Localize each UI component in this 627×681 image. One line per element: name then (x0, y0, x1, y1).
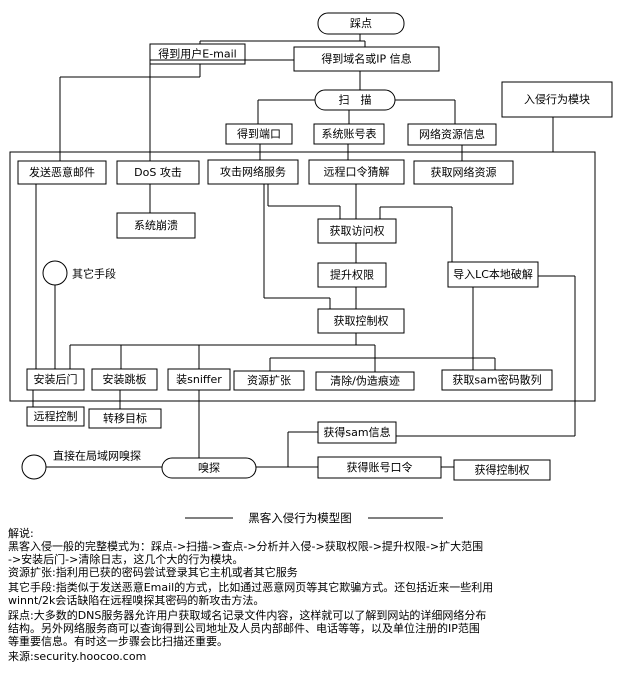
get-account-pw-label: 获得账号口令 (347, 460, 413, 474)
backdoor-node (26, 368, 85, 391)
sys-crash-label: 系统崩溃 (134, 218, 178, 232)
expand-node (233, 370, 305, 391)
notes-line: 踩点:大多数的DNS服务器允许用户获取域名记录文件内容，这样就可以了解到网站的详… (8, 609, 487, 622)
send-mail-node (17, 160, 107, 185)
backdoor-label: 安装后门 (34, 372, 78, 386)
lan-sniff-circle (21, 454, 47, 480)
sniff-label: 嗅探 (198, 461, 220, 475)
net-res-info-node (407, 123, 497, 146)
notes-line: 其它手段:指类似于发送恶意Email的方式，比如通过恶意网页等其它欺骗方式。还包… (8, 581, 494, 594)
send-mail-label: 发送恶意邮件 (29, 165, 95, 179)
import-crack-label: 导入LC本地破解 (453, 267, 533, 281)
remote-ctrl-label: 远程控制 (34, 409, 78, 423)
sys-account-node (313, 123, 385, 145)
net-res-info-label: 网络资源信息 (419, 127, 485, 141)
get-email-node (149, 43, 246, 65)
start-label: 踩点 (350, 17, 372, 30)
notes-line: 资源扩张:指利用已获的密码尝试登录其它主机或者其它服务 (8, 566, 298, 579)
intrusion-model-diagram: 踩点 得到用户E-mail 得到域名或IP 信息 扫 描 入侵行为模块 得到端口… (9, 12, 613, 525)
notes-line: 黑客入侵一般的完整模式为：踩点->扫描->查点->分析并入侵->获取权限->提升… (8, 540, 484, 553)
scan-label: 扫 描 (339, 93, 372, 107)
dos-label: DoS 攻击 (134, 165, 182, 179)
springboard-label: 安装跳板 (103, 372, 147, 386)
other-means-circle (42, 260, 68, 286)
springboard-node (91, 368, 158, 391)
get-domain-label: 得到域名或IP 信息 (321, 52, 411, 66)
get-sam-info-label: 获得sam信息 (323, 425, 390, 439)
get-email-label: 得到用户E-mail (158, 47, 237, 61)
get-control-label: 获取控制权 (334, 314, 389, 328)
clear-trace-node (315, 371, 415, 391)
get-access-node (317, 218, 397, 244)
import-crack-node (447, 261, 539, 288)
remote-ctrl-node (26, 406, 85, 427)
module-frame (9, 151, 596, 402)
transfer-label: 转移目标 (103, 411, 147, 425)
get-sam-info-node (317, 421, 397, 444)
get-domain-node (293, 46, 440, 72)
transfer-node (88, 408, 162, 429)
sniffer-node (167, 368, 231, 391)
scan-node (314, 89, 396, 111)
get-control-node (317, 308, 405, 334)
get-sam-hash-node (441, 369, 553, 391)
escalate-node (317, 262, 387, 288)
lan-sniff-label: 直接在局域网嗅探 (53, 449, 141, 463)
get-access-label: 获取访问权 (330, 225, 385, 238)
escalate-label: 提升权限 (330, 269, 374, 282)
start-node (317, 12, 405, 35)
other-means-label: 其它手段 (72, 267, 116, 281)
module-node (501, 81, 613, 118)
attack-service-label: 攻击网络服务 (220, 165, 286, 179)
notes-section: 解说: 黑客入侵一般的完整模式为：踩点->扫描->查点->分析并入侵->获取权限… (8, 527, 623, 663)
sys-account-label: 系统账号表 (322, 127, 377, 141)
sys-crash-node (116, 212, 196, 239)
dos-node (116, 160, 200, 185)
sniff-node (161, 457, 257, 479)
get-port-node (225, 123, 293, 145)
expand-label: 资源扩张 (247, 373, 291, 387)
get-control2-label: 获得控制权 (475, 463, 530, 477)
get-account-pw-node (317, 456, 442, 479)
module-label: 入侵行为模块 (524, 93, 590, 106)
clear-trace-label: 清除/伪造痕迹 (330, 374, 400, 388)
sniffer-label: 装sniffer (176, 373, 222, 386)
remote-guess-label: 远程口令猜解 (324, 165, 390, 179)
attack-service-node (207, 159, 299, 185)
notes-line: 结构。另外网络服务商可以查询得到公司地址及人员内部邮件、电话等等，以及单位注册的… (8, 622, 480, 635)
notes-line: ->安装后门->清除日志，这几个大的行为模块。 (8, 553, 244, 566)
notes-line: winnt/2k会话缺陷在远程嗅探其密码的新攻击方法。 (8, 594, 265, 607)
diagram-title: 黑客入侵行为模型图 (248, 511, 352, 525)
get-control2-node (453, 459, 551, 481)
get-sam-hash-label: 获取sam密码散列 (452, 373, 541, 387)
notes-heading: 解说: (8, 527, 34, 540)
get-net-res-node (413, 160, 514, 185)
get-port-label: 得到端口 (237, 128, 281, 141)
remote-guess-node (308, 159, 405, 185)
source-line: 来源:security.hoocoo.com (8, 650, 147, 663)
notes-line: 等重要信息。有时这一步骤会比扫描还重要。 (8, 635, 228, 648)
get-net-res-label: 获取网络资源 (431, 165, 497, 179)
